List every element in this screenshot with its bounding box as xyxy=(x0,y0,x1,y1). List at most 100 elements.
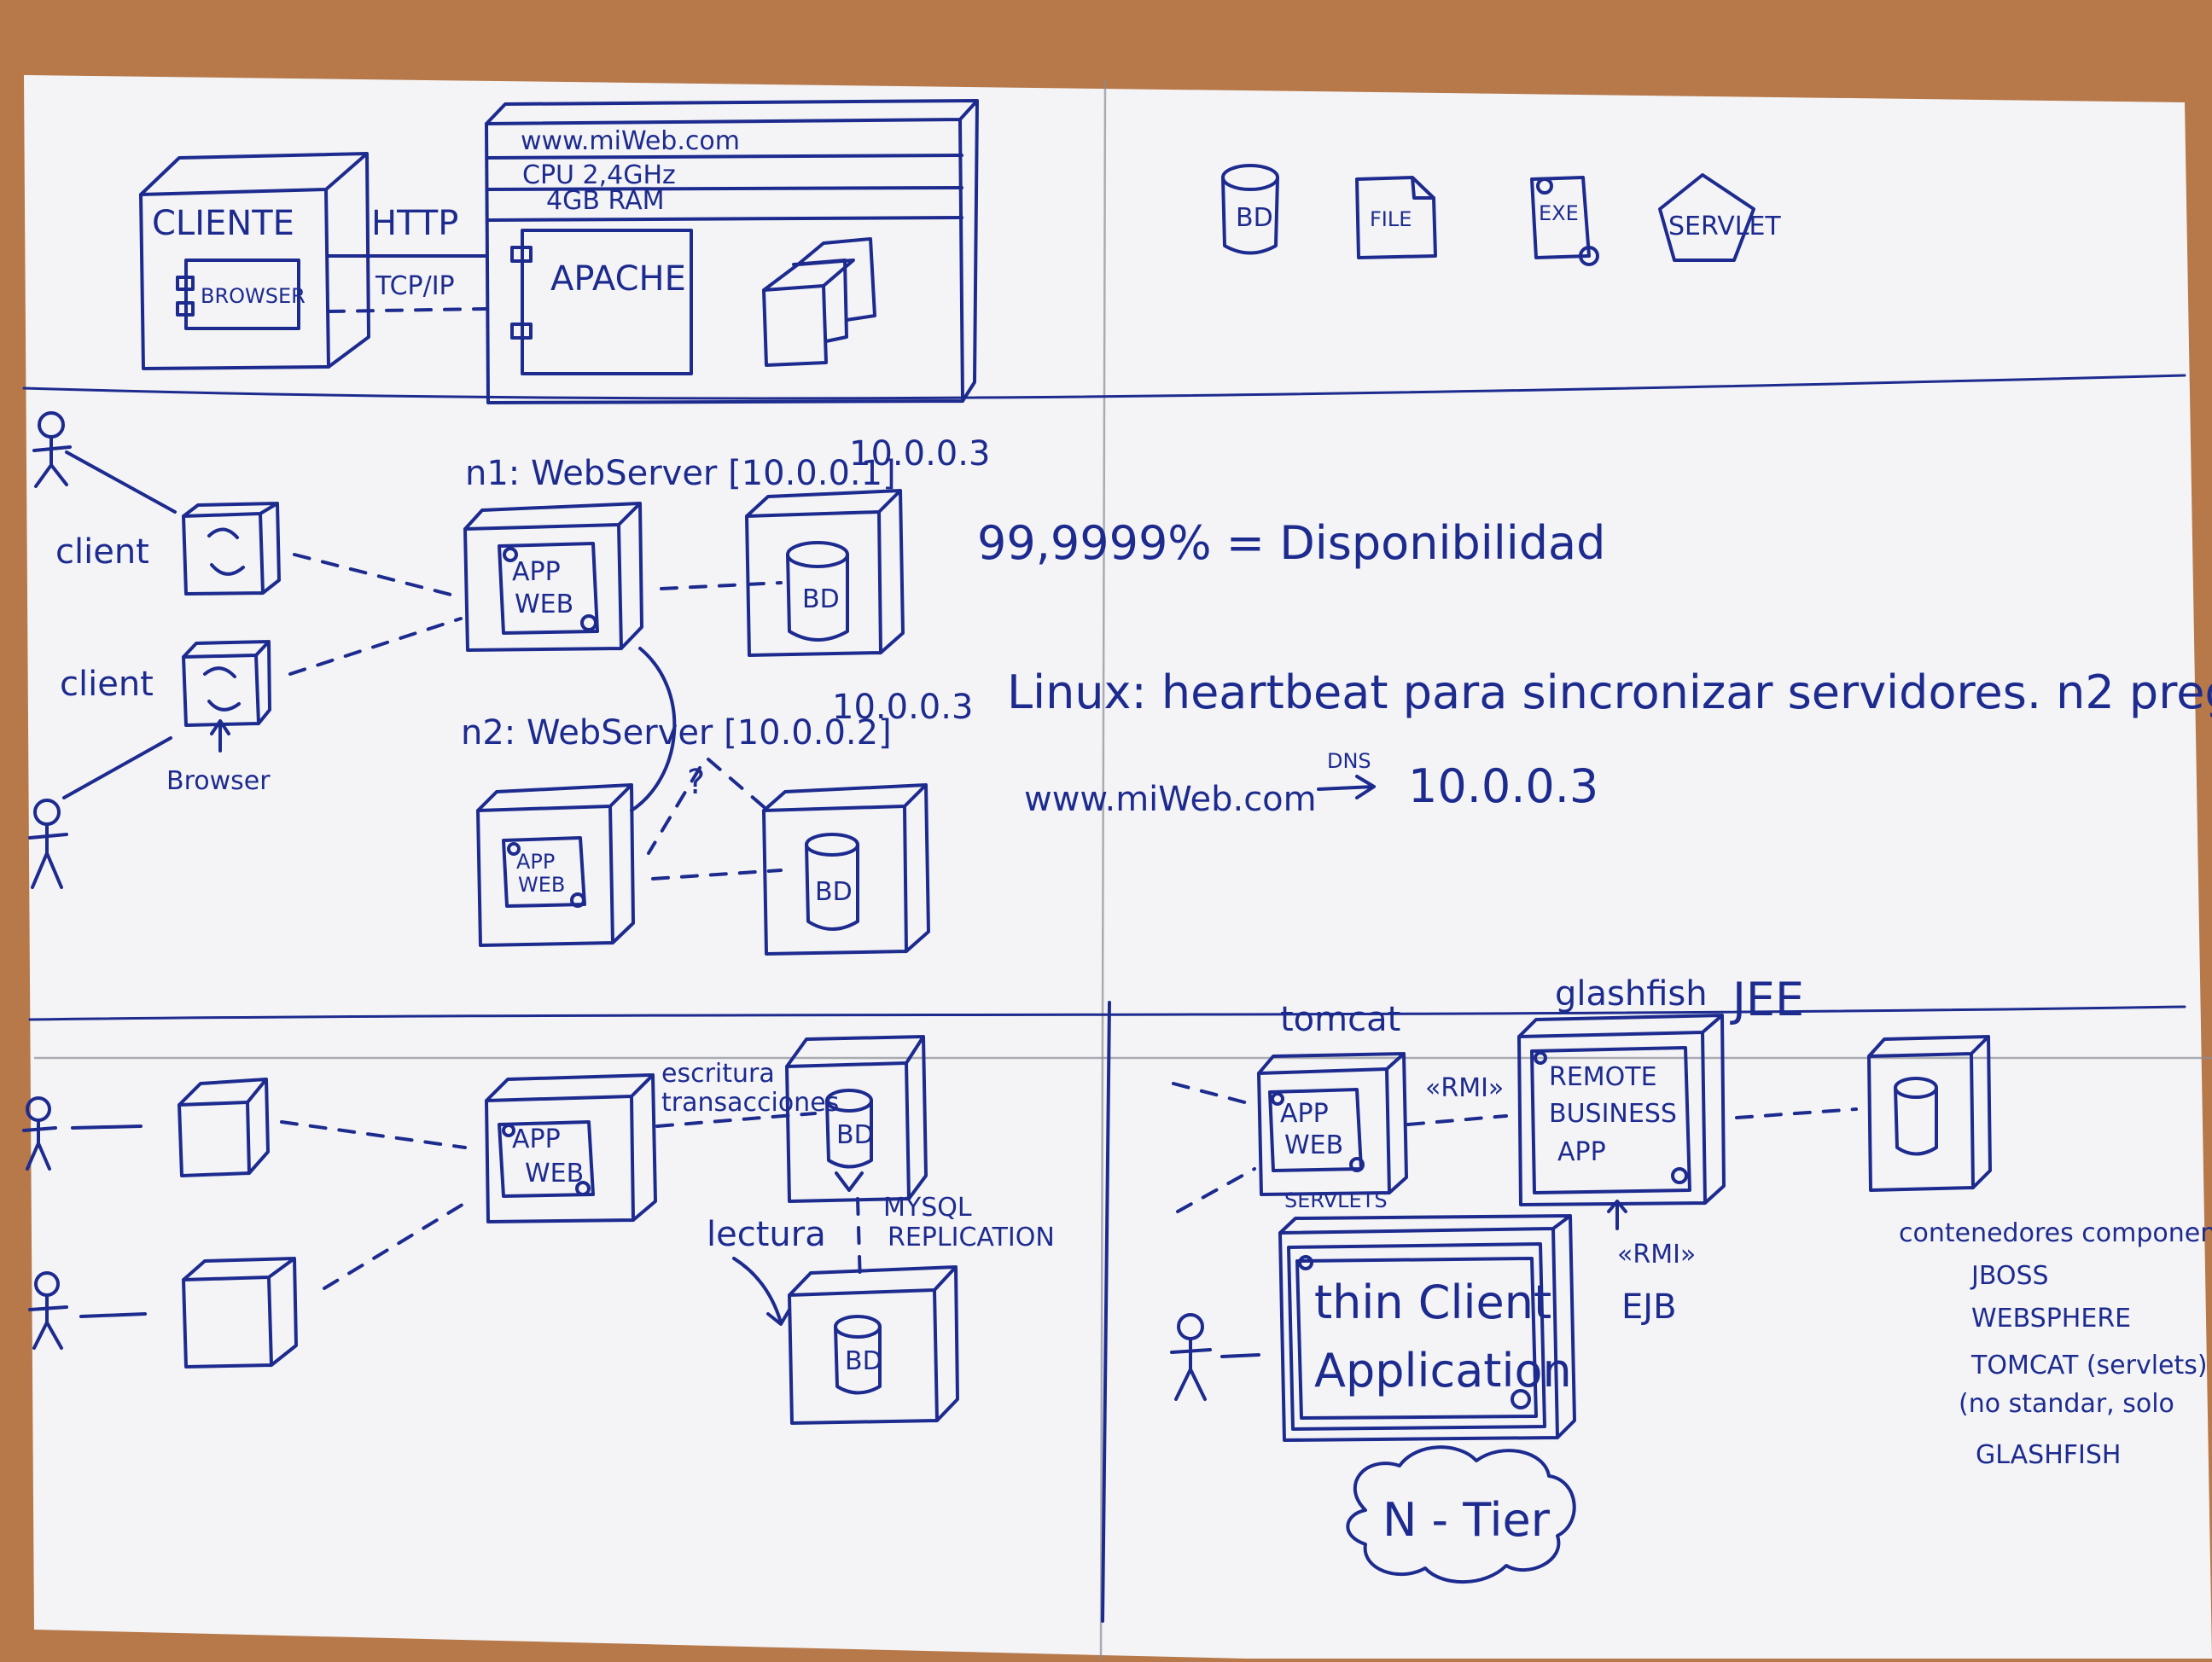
read-arrow xyxy=(732,1257,791,1326)
tomcat-in-link-2 xyxy=(1176,1167,1256,1213)
n1-to-db-link xyxy=(660,581,783,590)
master-db-label: BD xyxy=(836,1120,874,1150)
remote-business-node: REMOTE BUSINESS APP xyxy=(1517,1014,1726,1206)
start-state-icon xyxy=(502,1124,515,1137)
start-state-icon xyxy=(1536,177,1553,195)
refresh-icon xyxy=(203,666,241,712)
legend-file-icon: FILE xyxy=(1355,176,1437,259)
n2-db-label: BD xyxy=(815,877,853,907)
end-state-icon xyxy=(1671,1167,1688,1184)
start-state-icon xyxy=(1534,1051,1547,1065)
heartbeat-arc xyxy=(630,647,677,812)
client-node-label: CLIENTE xyxy=(152,204,294,243)
section-divider-middle xyxy=(28,1005,2186,1021)
actor-bottom xyxy=(28,736,172,889)
section-divider-vertical xyxy=(1101,1001,1111,1623)
glassfish-label: glashfish xyxy=(1555,974,1708,1014)
rmi-label-2: «RMI» xyxy=(1617,1240,1696,1270)
legend-exe-label: EXE xyxy=(1539,201,1579,225)
n1-db-label: BD xyxy=(802,584,840,614)
n2-app-label: APP xyxy=(516,850,555,874)
rmi-arrow xyxy=(1607,1200,1627,1230)
master-db-node: BD xyxy=(785,1035,928,1203)
remote-label: REMOTE xyxy=(1549,1062,1657,1092)
bl-app-label: APP xyxy=(512,1124,561,1154)
tomcat-label: tomcat xyxy=(1280,1000,1400,1039)
container-websphere: WEBSPHERE xyxy=(1971,1304,2131,1334)
server-url: www.miWeb.com xyxy=(521,126,740,156)
n1-app-label: APP xyxy=(512,557,561,587)
jee-label: JEE xyxy=(1730,973,1804,1026)
servlets-label: SERVLETS xyxy=(1284,1188,1388,1212)
containers-title: contenedores componentes: xyxy=(1899,1218,2212,1248)
legend-servlet-label: SERVLET xyxy=(1668,212,1781,241)
ejb-label: EJB xyxy=(1621,1287,1677,1327)
client-node: CLIENTE BROWSER xyxy=(139,152,370,370)
actor-thin-client xyxy=(1170,1313,1260,1401)
n2-ip: 10.0.0.3 xyxy=(832,688,973,727)
dns-arrow xyxy=(1317,775,1376,799)
actor-top xyxy=(32,411,177,514)
application-label: Application xyxy=(1314,1344,1572,1398)
n1-label: n1: WebServer [10.0.0.1] xyxy=(465,454,896,493)
dns-url: www.miWeb.com xyxy=(1024,780,1317,819)
server-cpu: CPU 2,4GHz xyxy=(522,160,676,190)
actor-bl-2 xyxy=(28,1271,147,1350)
legend-file-label: FILE xyxy=(1370,207,1412,231)
question-mark: ? xyxy=(687,763,705,802)
client2-to-n1-link xyxy=(288,617,463,676)
end-state-icon xyxy=(1511,1389,1531,1409)
client1-label: client xyxy=(55,532,149,572)
remote-to-db-link xyxy=(1735,1107,1858,1119)
client-bl-1 xyxy=(178,1078,270,1177)
rmi-label-1: «RMI» xyxy=(1425,1073,1504,1103)
container-jboss: JBOSS xyxy=(1970,1261,2049,1291)
container-tomcat-note: (no standar, solo xyxy=(1959,1389,2174,1419)
n2-webserver-node: APP WEB xyxy=(476,783,635,947)
tomcat-node: APP WEB xyxy=(1257,1052,1408,1196)
heartbeat-note: Linux: heartbeat para sincronizar servid… xyxy=(1007,665,2212,719)
tomcat-to-remote-link xyxy=(1406,1114,1508,1126)
client2-node xyxy=(182,640,271,753)
failover-links xyxy=(647,758,770,855)
browser-component xyxy=(184,259,300,330)
start-state-icon xyxy=(1298,1255,1313,1270)
container-tomcat: TOMCAT (servlets) xyxy=(1970,1351,2208,1380)
client1-to-n1-link xyxy=(293,553,463,599)
n2-label: n2: WebServer [10.0.0.2] xyxy=(461,713,892,753)
browser-caption: Browser xyxy=(166,766,271,796)
bl-client2-link xyxy=(323,1201,467,1290)
http-label: HTTP xyxy=(371,204,458,243)
client2-label: client xyxy=(60,665,154,704)
end-state-icon xyxy=(575,1181,591,1196)
ntier-cloud: N - Tier xyxy=(1346,1445,1576,1584)
thin-client-label: thin Client xyxy=(1314,1276,1551,1329)
component-port-icon xyxy=(176,276,195,291)
thin-client-node: thin Client Application xyxy=(1278,1214,1576,1442)
apache-component xyxy=(521,229,693,375)
client1-node xyxy=(182,502,281,596)
replica-db-label: BD xyxy=(845,1346,882,1376)
server-ram: 4GB RAM xyxy=(546,186,665,216)
paper-sheet xyxy=(24,75,2212,1659)
write-label: escritura xyxy=(661,1059,775,1089)
browser-label: BROWSER xyxy=(201,284,306,308)
client-server-link: HTTP TCP/IP xyxy=(327,204,488,313)
availability-note: 99,9999% = Disponibilidad xyxy=(977,516,1605,570)
app-label: APP xyxy=(1557,1137,1606,1167)
fold-line xyxy=(1099,80,1107,1659)
n1-ip: 10.0.0.3 xyxy=(849,434,990,474)
mysql-label: MYSQL xyxy=(883,1193,972,1223)
n1-webserver-node: APP WEB xyxy=(463,502,643,652)
dns-tag: DNS xyxy=(1327,749,1371,773)
end-state-icon xyxy=(1349,1157,1365,1172)
n2-web-label: WEB xyxy=(518,873,565,897)
legend-db-label: BD xyxy=(1236,203,1273,233)
legend-exe-icon: EXE xyxy=(1530,176,1599,266)
read-label: lectura xyxy=(707,1215,826,1254)
business-label: BUSINESS xyxy=(1549,1099,1677,1129)
section-divider-top xyxy=(22,374,2186,400)
tomcat-web-label: WEB xyxy=(1284,1130,1343,1160)
component-port-icon xyxy=(510,323,533,340)
